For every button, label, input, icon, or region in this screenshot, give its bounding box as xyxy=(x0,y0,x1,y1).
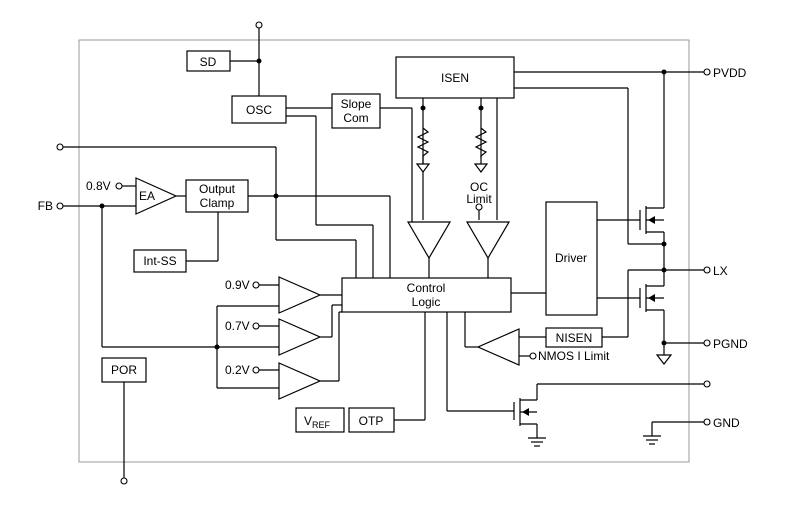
por-block: POR xyxy=(101,357,147,383)
otp-label: OTP xyxy=(359,414,384,428)
control-logic-label-1: Control xyxy=(407,281,446,295)
pin-pvdd-label: PVDD xyxy=(713,66,747,80)
ea-label: EA xyxy=(139,189,155,203)
pin-lx-label: LX xyxy=(713,264,728,278)
label-0-7v: 0.7V xyxy=(225,319,250,333)
sd-label: SD xyxy=(200,55,217,69)
chip-outline xyxy=(78,39,690,463)
output-clamp-label-2: Clamp xyxy=(200,196,235,210)
por-label: POR xyxy=(111,363,137,377)
comparator-0-2v xyxy=(278,362,322,400)
slope-com-block: Slope Com xyxy=(331,93,381,129)
pin-pgnd-label: PGND xyxy=(713,337,748,351)
low-side-mosfet xyxy=(639,284,664,312)
wires xyxy=(60,28,704,478)
control-logic-label-2: Logic xyxy=(412,295,441,309)
comparator-0-7v xyxy=(278,318,322,356)
label-0-9v: 0.9V xyxy=(225,278,250,292)
nisen-block: NISEN xyxy=(545,327,603,348)
oc-limit-label-2: Limit xyxy=(466,192,492,206)
pwm-comparator xyxy=(406,221,452,260)
comparator-0-9v xyxy=(278,276,322,314)
output-clamp-label-1: Output xyxy=(199,182,236,196)
driver-block: Driver xyxy=(545,201,598,316)
isen-label: ISEN xyxy=(441,71,469,85)
pin-gnd-label: GND xyxy=(713,416,740,430)
oc-limit-label-1: OC xyxy=(470,180,488,194)
label-0-2v: 0.2V xyxy=(225,363,250,377)
output-clamp-block: Output Clamp xyxy=(185,179,249,213)
pin-fb-label: FB xyxy=(38,199,53,213)
high-side-mosfet xyxy=(639,206,664,234)
label-0-8v: 0.8V xyxy=(86,179,111,193)
nisen-label: NISEN xyxy=(556,331,593,345)
ea-amplifier: EA xyxy=(135,177,178,215)
int-ss-block: Int-SS xyxy=(133,249,187,273)
gnd-ground-symbol xyxy=(643,435,661,445)
pgnd-ground-symbol xyxy=(655,354,673,365)
otp-block: OTP xyxy=(348,407,395,433)
osc-label: OSC xyxy=(246,103,272,117)
vref-block: VREF xyxy=(295,407,345,433)
nmos-limit-comparator xyxy=(476,328,520,366)
sense-resistor-left xyxy=(415,127,431,173)
sd-block: SD xyxy=(186,50,231,72)
junction-dots xyxy=(99,58,667,350)
osc-block: OSC xyxy=(231,95,287,124)
oc-comparator xyxy=(465,221,511,260)
bottom-nmos xyxy=(513,398,537,426)
nmos-limit-label: NMOS I Limit xyxy=(538,349,610,363)
slope-com-label-2: Com xyxy=(343,111,368,125)
pin-terminals xyxy=(56,21,711,485)
vref-label: VREF xyxy=(304,414,331,430)
control-logic-block: Control Logic xyxy=(341,277,512,313)
int-ss-label: Int-SS xyxy=(143,254,176,268)
sense-resistor-right xyxy=(473,127,489,173)
slope-com-label-1: Slope xyxy=(341,97,372,111)
isen-block: ISEN xyxy=(395,56,515,99)
driver-label: Driver xyxy=(555,251,587,265)
nmos-ground-symbol xyxy=(528,437,546,447)
